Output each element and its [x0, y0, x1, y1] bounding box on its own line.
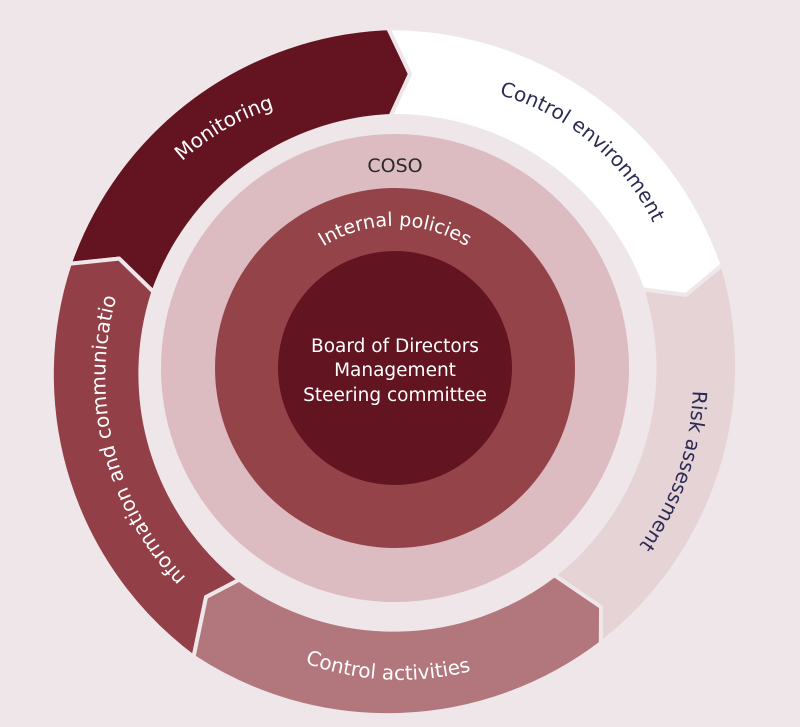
core-circle: [278, 251, 512, 485]
steering-committee-label: Steering committee: [303, 385, 487, 406]
board-of-directors-label: Board of Directors: [311, 336, 479, 357]
information-communication-segment: [49, 256, 243, 661]
coso-label: COSO: [367, 155, 422, 177]
management-label: Management: [334, 360, 456, 381]
